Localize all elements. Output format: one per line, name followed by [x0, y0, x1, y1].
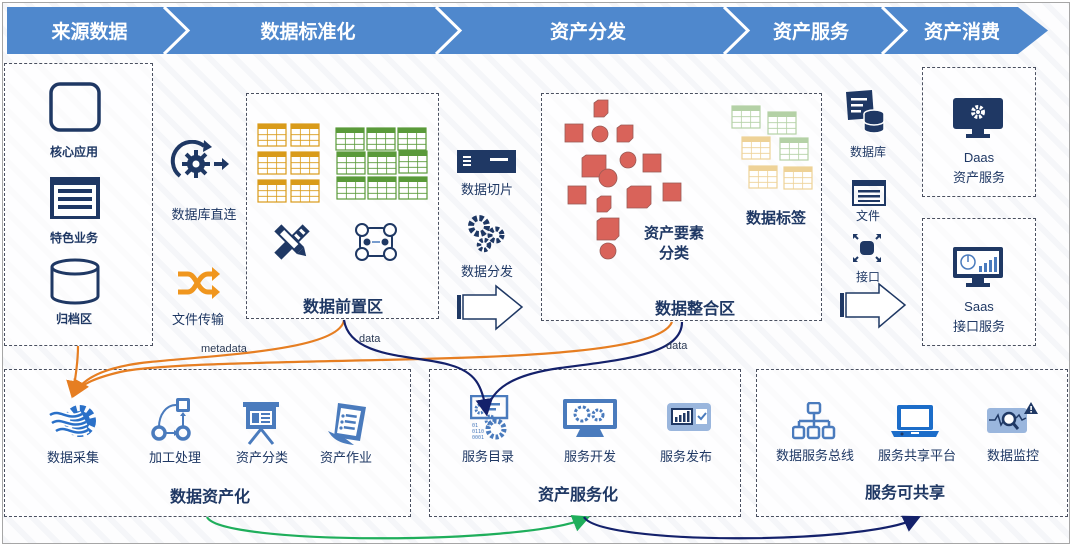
ingest-db-direct-label: 数据库直连 — [171, 207, 237, 222]
integration-zone-box — [541, 93, 822, 321]
sharing-bus-label: 数据服务总线 — [775, 448, 854, 463]
asset-classification-line1: 资产要素 — [643, 225, 704, 242]
monitor-chart-icon — [953, 247, 1003, 287]
saas-line1: Saas — [964, 299, 994, 314]
assetization-collect-label: 数据采集 — [46, 450, 99, 465]
assetization-process-label: 加工处理 — [148, 450, 201, 465]
pencil-ruler-icon — [274, 224, 310, 260]
data-exchange-icon — [355, 223, 397, 261]
channel-database-label: 数据库 — [849, 145, 886, 159]
data-collection-gear-icon — [48, 405, 96, 437]
stage-label: 来源数据 — [51, 22, 128, 43]
workflow-process-icon — [151, 398, 191, 441]
servitization-catalog-label: 服务目录 — [461, 449, 514, 464]
data-monitor-icon — [987, 402, 1038, 433]
service-bus-hierarchy-icon — [792, 402, 836, 440]
daas-line1: Daas — [963, 150, 995, 165]
publish-check-icon — [667, 403, 711, 431]
source-item-core-app: 核心应用 — [49, 145, 98, 159]
staging-zone-title: 数据前置区 — [302, 299, 383, 316]
service-catalog-icon: 01 0110 0001 — [470, 395, 509, 441]
staging-data-connector-label: data — [359, 333, 381, 345]
assetization-classify-label: 资产分类 — [235, 450, 288, 465]
source-item-archive: 归档区 — [55, 312, 92, 326]
assetization-operation-label: 资产作业 — [319, 450, 372, 465]
asset-classification-label: 资产要素 分类 — [636, 224, 712, 264]
sharing-platform-label: 服务共享平台 — [877, 448, 956, 463]
interface-expand-icon — [853, 234, 881, 262]
monitor-gear-icon — [953, 98, 1003, 138]
laptop-icon — [891, 405, 939, 437]
stage-label: 资产消费 — [923, 22, 1000, 43]
ingest-file-transfer-label: 文件传输 — [171, 312, 224, 327]
gear-sync-icon — [170, 140, 229, 178]
stage-source-data: 来源数据 — [7, 7, 172, 54]
document-scroll-icon — [328, 403, 366, 445]
stage-label: 资产分发 — [549, 22, 626, 43]
sharing-title: 服务可共享 — [864, 485, 945, 502]
rounded-square-icon — [49, 82, 101, 132]
stage-standardization: 数据标准化 — [172, 7, 444, 54]
servitization-publish-label: 服务发布 — [659, 449, 712, 464]
source-item-special-business: 特色业务 — [49, 231, 98, 245]
saas-line2: 接口服务 — [952, 319, 1005, 334]
channel-interface-label: 接口 — [855, 270, 880, 284]
integration-zone-title: 数据整合区 — [654, 301, 735, 318]
servitization-develop-label: 服务开发 — [563, 449, 616, 464]
stage-distribution: 资产分发 — [444, 7, 732, 54]
server-slice-icon — [457, 150, 516, 173]
right-arrow-icon — [840, 282, 907, 329]
right-arrow-icon — [457, 284, 524, 331]
assetization-title: 数据资产化 — [169, 489, 250, 506]
integration-data-connector-label: data — [666, 340, 688, 352]
data-tags-label: 数据标签 — [745, 210, 806, 227]
svg-text:0001: 0001 — [472, 435, 484, 441]
monitor-gears-icon — [563, 399, 617, 437]
cylinder-icon — [50, 258, 100, 305]
file-window-icon — [852, 180, 886, 206]
stage-service: 资产服务 — [732, 7, 890, 54]
channel-file-label: 文件 — [855, 209, 880, 223]
database-doc-icon — [846, 90, 885, 134]
stage-consumption: 资产消费 — [890, 7, 1018, 54]
shuffle-icon — [178, 267, 220, 299]
distribution-slice-label: 数据切片 — [460, 182, 513, 197]
svg-text:01: 01 — [472, 423, 478, 429]
gears-icon — [468, 215, 505, 253]
daas-line2: 资产服务 — [952, 170, 1005, 185]
servitization-title: 资产服务化 — [537, 487, 618, 504]
stage-label: 资产服务 — [772, 22, 849, 43]
list-window-icon — [50, 177, 100, 219]
stage-label: 数据标准化 — [260, 22, 356, 43]
distribution-dispatch-label: 数据分发 — [460, 264, 513, 279]
staging-zone-box — [246, 93, 439, 319]
svg-text:0110: 0110 — [472, 429, 484, 435]
sharing-monitor-label: 数据监控 — [986, 448, 1039, 463]
metadata-connector-label: metadata — [201, 343, 247, 355]
asset-classification-line2: 分类 — [658, 245, 689, 262]
presentation-board-icon — [243, 402, 279, 445]
